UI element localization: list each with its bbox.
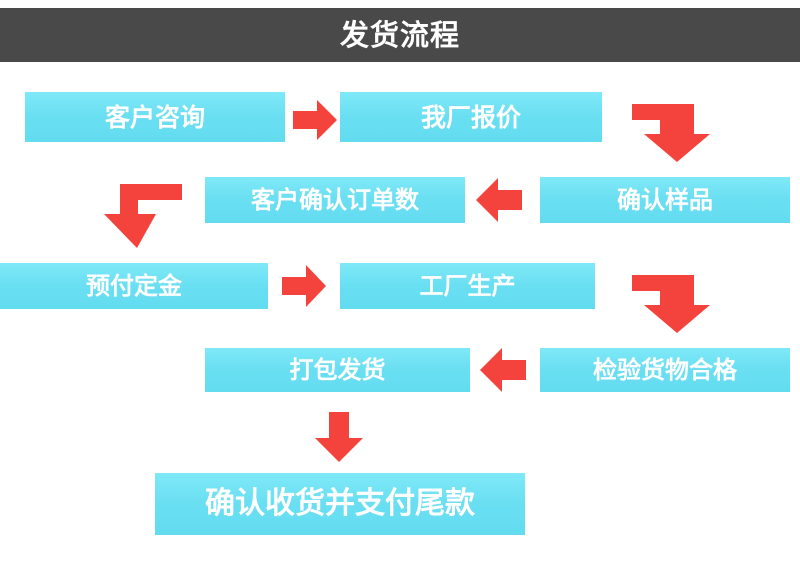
flow-node-pack-and-ship[interactable]: 打包发货 — [205, 348, 470, 392]
flow-node-label: 工厂生产 — [419, 272, 516, 300]
arrow-left-inspection-to-pack — [480, 348, 526, 392]
arrow-down-pack-to-receipt — [315, 412, 363, 462]
flow-node-confirm-receipt-and-pay-balance[interactable]: 确认收货并支付尾款 — [155, 473, 525, 535]
arrow-elbow-quote-to-sample — [628, 100, 718, 162]
flow-node-goods-inspection-passed[interactable]: 检验货物合格 — [540, 348, 790, 392]
flow-node-customer-inquiry[interactable]: 客户咨询 — [25, 92, 285, 142]
arrow-left-sample-to-order — [476, 178, 522, 222]
arrow-elbow-order-to-deposit — [104, 180, 186, 248]
flow-node-label: 客户确认订单数 — [251, 186, 419, 214]
arrow-elbow-production-to-inspection — [628, 271, 718, 333]
flow-node-confirm-sample[interactable]: 确认样品 — [540, 177, 790, 223]
flow-node-label: 检验货物合格 — [593, 356, 737, 384]
flow-node-prepay-deposit[interactable]: 预付定金 — [0, 263, 268, 309]
page-title: 发货流程 — [339, 17, 460, 52]
flow-node-label: 打包发货 — [289, 356, 386, 384]
arrow-right-deposit-to-production — [282, 265, 326, 307]
flow-node-factory-quote[interactable]: 我厂报价 — [340, 92, 602, 142]
flow-node-label: 预付定金 — [86, 272, 182, 300]
arrow-right-inquiry-to-quote — [293, 100, 337, 140]
flow-node-label: 确认样品 — [617, 186, 713, 214]
flow-node-label: 我厂报价 — [420, 102, 521, 132]
flow-node-label: 确认收货并支付尾款 — [205, 486, 475, 521]
header-bar: 发货流程 — [0, 8, 800, 62]
flow-node-factory-production[interactable]: 工厂生产 — [340, 263, 595, 309]
flow-node-customer-confirm-order-qty[interactable]: 客户确认订单数 — [205, 177, 465, 223]
flow-node-label: 客户咨询 — [104, 102, 205, 132]
